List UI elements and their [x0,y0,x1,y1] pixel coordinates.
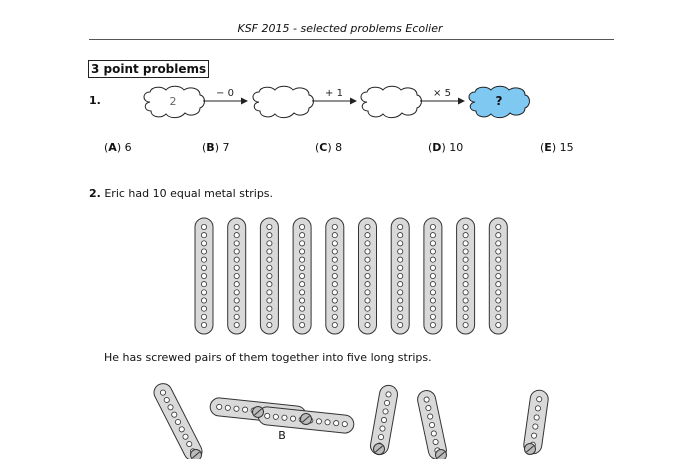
screw [524,443,536,455]
cloud-start-value: 2 [170,95,177,108]
metal-strip [358,217,377,335]
answer-c-value: 8 [335,141,343,154]
metal-strip [488,217,508,335]
page-header-title: KSF 2015 - selected problems Ecolier [237,22,443,35]
answer-d[interactable]: (D) 10 [428,141,464,154]
screw [190,449,202,459]
screw [252,406,264,418]
screw [435,449,447,459]
op-1-label: − 0 [216,88,234,99]
answer-e[interactable]: (E) 15 [540,141,574,154]
combined-strip-e [523,389,549,455]
section-heading: 3 point problems [88,60,210,78]
metal-strip [259,217,279,335]
answer-d-value: 10 [449,141,464,154]
answer-d-letter: D [432,141,442,154]
metal-strip [456,217,476,335]
metal-strip [390,217,410,335]
answer-a[interactable]: (A) 6 [104,141,132,154]
screw [373,443,385,455]
metal-strip [227,217,247,335]
cloud-start: 2 [143,85,205,119]
answer-b-letter: B [206,141,215,154]
metal-strip [423,217,443,335]
arrow-3: × 5 [420,88,465,105]
answer-c[interactable]: (C) 8 [315,141,343,154]
cloud-result-value: ? [496,94,503,108]
op-3-label: × 5 [433,88,451,99]
answer-a-value: 6 [124,141,132,154]
arrow-2: + 1 [312,88,357,105]
answer-e-value: 15 [559,141,574,154]
question-2-text: 2. Eric had 10 equal metal strips. [89,187,273,200]
metal-strip [292,217,312,335]
screw [300,413,312,425]
combined-strip-d [417,390,447,459]
answer-c-letter: C [319,141,328,154]
metal-strip [325,217,345,335]
answer-a-letter: A [108,141,117,154]
answer-b-value: 7 [222,141,230,154]
question-1-number: 1. [89,94,101,107]
header-divider [89,39,614,40]
label-b: B [278,429,286,442]
combined-strip-a-top [153,383,203,459]
answer-b[interactable]: (B) 7 [202,141,230,154]
combined-strip-c [369,384,399,456]
metal-strip [194,217,214,335]
question-2-followup: He has screwed pairs of them together in… [104,351,432,364]
question-2-prompt: Eric had 10 equal metal strips. [104,187,274,200]
cloud-result: ? [468,85,530,119]
question-2-number: 2. [89,187,101,200]
arrow-1: − 0 [203,88,248,105]
answer-e-letter: E [544,141,552,154]
op-2-label: + 1 [325,88,343,99]
